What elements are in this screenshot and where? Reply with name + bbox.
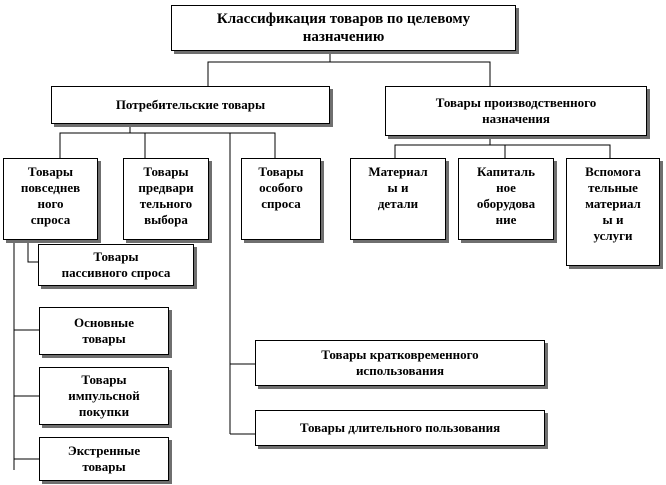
connector-durability [229,158,255,435]
preselected-goods-box: Товары предвари тельного выбора [123,158,209,240]
connector-consumer-branch [59,124,276,158]
connector-industrial-branch [394,136,611,158]
capital-equipment-box: Капиталь ное оборудова ние [458,158,554,240]
long-term-goods-box: Товары длительного пользования [255,410,545,446]
industrial-goods-box: Товары производственного назначения [385,86,647,136]
materials-parts-box: Материал ы и детали [350,158,446,240]
emergency-goods-box: Экстренные товары [39,437,169,481]
basic-goods-box: Основные товары [39,307,169,355]
short-term-goods-box: Товары кратковременного использования [255,340,545,386]
consumer-goods-box: Потребительские товары [51,86,330,124]
diagram-title: Классификация товаров по целевому назнач… [171,5,516,51]
auxiliary-materials-box: Вспомога тельные материал ы и услуги [566,158,660,266]
connector-passive-demand [27,240,38,263]
connector-everyday-subtypes [13,240,39,470]
impulse-goods-box: Товары импульсной покупки [39,367,169,425]
special-demand-box: Товары особого спроса [241,158,321,240]
connector-title-branch [207,52,491,86]
everyday-goods-box: Товары повседнев ного спроса [3,158,98,240]
passive-demand-box: Товары пассивного спроса [38,244,194,286]
